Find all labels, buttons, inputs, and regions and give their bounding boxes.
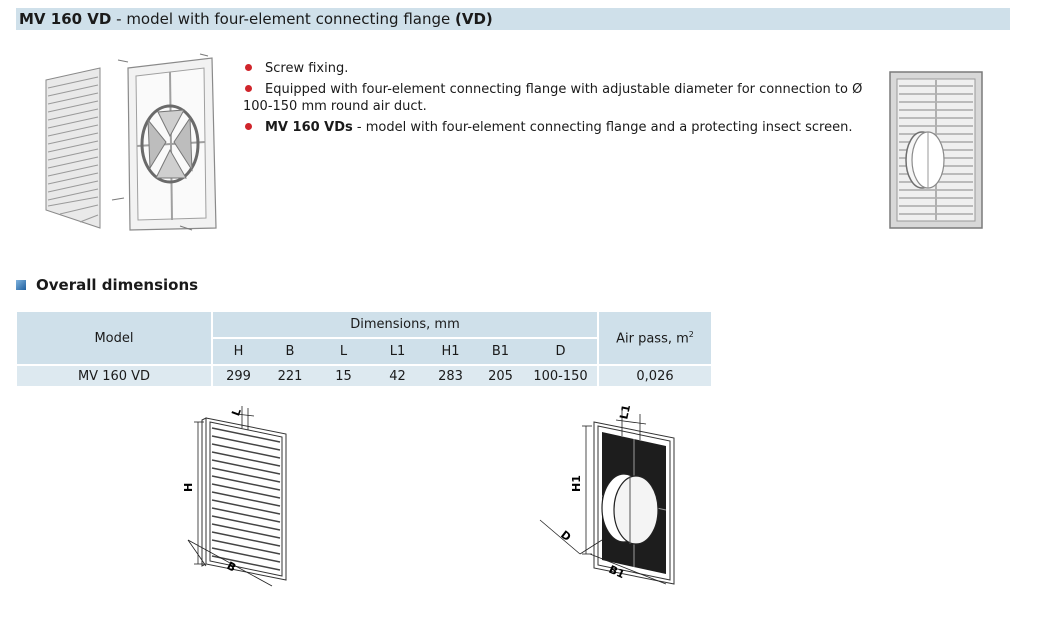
bullet-dot-icon [245,123,252,130]
cell-l: 15 [316,364,371,386]
feature-list: Screw fixing. Equipped with four-element… [243,60,873,140]
bullet-text: - model with four-element connecting fla… [352,120,853,135]
title-code: (VD) [455,10,493,28]
col-header-d: D [524,337,598,365]
air-pass-superscript: 2 [688,329,694,339]
bullet-text: Equipped with four-element connecting fl… [243,82,863,114]
screws [111,53,209,231]
list-item: Screw fixing. [243,60,873,77]
section-heading: Overall dimensions [16,276,198,294]
drawing-label-h1: H1 [570,475,583,492]
drawing-rear-flange: L1 H1 D B1 [539,404,675,585]
col-header-l: L [316,337,371,365]
bullet-bold-model: MV 160 VDs [265,120,353,135]
bullet-dot-icon [245,85,252,92]
cell-air-pass: 0,026 [597,364,711,386]
dimensions-table: Model Dimensions, mm Air pass, m2 H B L … [17,312,711,386]
title-model: MV 160 VD [19,10,112,28]
cell-d: 100-150 [524,364,598,386]
air-pass-label: Air pass, m [616,331,689,347]
cell-model: MV 160 VD [17,364,212,386]
title-description: model with four-element connecting flang… [126,10,456,28]
col-header-dimensions: Dimensions, mm [211,312,598,338]
drawing-label-b1: B1 [607,563,627,581]
product-photo-exploded [45,53,217,231]
col-header-l1: L1 [371,337,424,365]
col-header-b1: B1 [477,337,524,365]
bullet-dot-icon [245,64,252,71]
page-title: MV 160 VD - model with four-element conn… [16,8,1010,30]
drawing-label-h: H [182,483,195,492]
col-header-model: Model [17,312,212,365]
rear-frame [127,57,217,231]
drawing-label-l1: L1 [617,404,633,421]
drawing-front-grille: L H B [182,406,287,587]
bullet-text: Screw fixing. [265,61,349,76]
front-grille [45,67,101,229]
cell-b: 221 [264,364,316,386]
col-header-b: B [264,337,316,365]
drawing-label-l: L [229,407,244,418]
drawing-label-d: D [558,528,573,544]
table-row: MV 160 VD 299 221 15 42 283 205 100-150 … [17,364,711,386]
list-item: Equipped with four-element connecting fl… [243,81,873,115]
col-header-air-pass: Air pass, m2 [597,312,711,365]
section-square-icon [16,280,26,290]
col-header-h1: H1 [424,337,477,365]
title-separator: - [111,10,127,28]
cell-l1: 42 [371,364,424,386]
product-photo-assembled [889,71,983,229]
section-title: Overall dimensions [36,276,199,294]
cell-h1: 283 [424,364,477,386]
col-header-h: H [211,337,264,365]
cell-h: 299 [211,364,264,386]
cell-b1: 205 [477,364,524,386]
list-item: MV 160 VDs - model with four-element con… [243,119,873,136]
